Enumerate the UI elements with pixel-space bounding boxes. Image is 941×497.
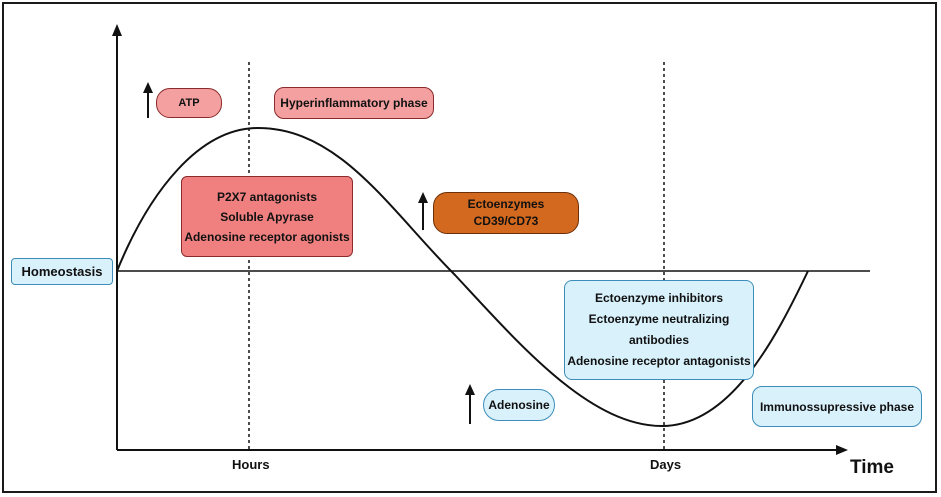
homeostasis-label: Homeostasis bbox=[11, 258, 113, 285]
ectoenzymes-increase-arrow bbox=[418, 192, 428, 230]
hours-tick-label: Hours bbox=[232, 457, 270, 472]
intervention-ectoenzyme-inhibitors: Ectoenzyme inhibitors bbox=[594, 291, 724, 305]
atp-text: ATP bbox=[178, 97, 200, 109]
adenosine-increase-arrow bbox=[465, 384, 475, 424]
hyperinflammatory-interventions-box: P2X7 antagonists Soluble Apyrase Adenosi… bbox=[181, 176, 353, 257]
x-axis-arrowhead bbox=[836, 445, 848, 455]
intervention-antibodies: antibodies bbox=[628, 333, 689, 347]
adenosine-text: Adenosine bbox=[488, 398, 550, 412]
immunosuppressive-phase-label: Immunossupressive phase bbox=[752, 386, 922, 427]
atp-increase-arrow bbox=[143, 82, 153, 118]
adenosine-badge: Adenosine bbox=[483, 389, 555, 421]
intervention-ectoenzyme-neutralizing: Ectoenzyme neutralizing bbox=[588, 312, 730, 326]
days-tick-label: Days bbox=[650, 457, 682, 472]
y-axis-arrowhead bbox=[112, 24, 122, 36]
immunosuppressive-phase-text: Immunossupressive phase bbox=[759, 399, 915, 414]
hyperinflammatory-phase-text: Hyperinflammatory phase bbox=[280, 96, 428, 110]
hyperinflammatory-phase-label: Hyperinflammatory phase bbox=[274, 87, 434, 119]
intervention-soluble-apyrase: Soluble Apyrase bbox=[220, 209, 314, 224]
homeostasis-wave-curve bbox=[116, 126, 809, 428]
intervention-adenosine-receptor-antagonists: Adenosine receptor antagonists bbox=[567, 354, 751, 368]
atp-badge: ATP bbox=[156, 88, 222, 118]
immunosuppressive-interventions-box: Ectoenzyme inhibitors Ectoenzyme neutral… bbox=[564, 280, 754, 380]
cd39-cd73-text: CD39/CD73 bbox=[473, 214, 539, 228]
ectoenzymes-text: Ectoenzymes bbox=[467, 197, 545, 211]
ectoenzymes-badge: Ectoenzymes CD39/CD73 bbox=[433, 192, 579, 234]
homeostasis-text: Homeostasis bbox=[21, 263, 103, 279]
intervention-p2x7-antagonists: P2X7 antagonists bbox=[216, 189, 318, 204]
time-axis-label: Time bbox=[850, 457, 895, 478]
intervention-adenosine-receptor-agonists: Adenosine receptor agonists bbox=[184, 229, 350, 244]
